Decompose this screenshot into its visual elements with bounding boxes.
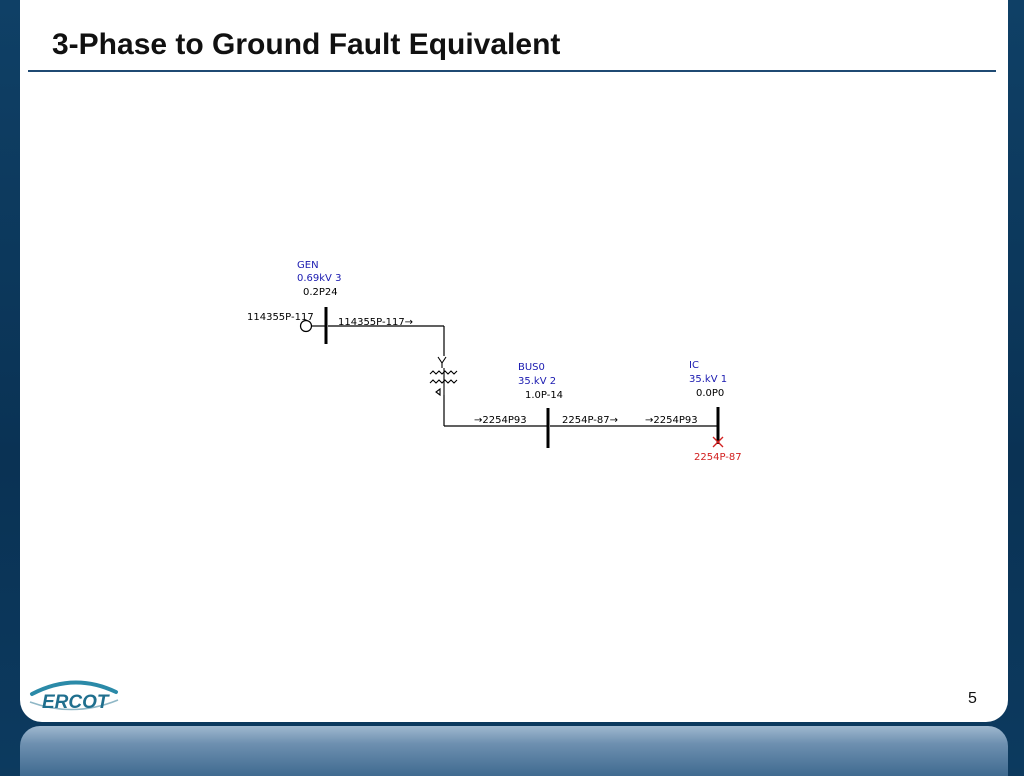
ic-bus-kv: 35.kV 1 [689, 374, 727, 385]
gen-bus-name: GEN [297, 260, 319, 271]
ic-bus-bar [716, 407, 720, 444]
fault-x-icon [712, 436, 724, 448]
bus0-flow: 1.0P-14 [525, 390, 563, 401]
gen-injection-label: 114355P-117 [247, 312, 314, 323]
ercot-logo-text: ERCOT [42, 692, 110, 713]
ic-bus-flow: 0.0P0 [696, 388, 724, 399]
bus0-bar [546, 408, 550, 448]
ic-incoming-label: →2254P93 [645, 415, 698, 426]
page-number: 5 [968, 690, 977, 707]
title-divider [28, 70, 996, 72]
fault-label: 2254P-87 [694, 452, 742, 463]
slide-title: 3-Phase to Ground Fault Equivalent [52, 28, 561, 61]
gen-bus-flow: 0.2P24 [303, 287, 338, 298]
ic-bus-name: IC [689, 360, 699, 371]
gen-bus-bar [324, 307, 328, 344]
bus0-kv: 35.kV 2 [518, 376, 556, 387]
bus0-to-ic-label: 2254P-87→ [562, 415, 618, 426]
ercot-logo: ERCOT [28, 676, 120, 721]
bus0-name: BUS0 [518, 362, 545, 373]
transformer-icon [429, 356, 458, 397]
gen-branch-label: 114355P-117→ [338, 317, 413, 328]
ercot-logo-mark: ERCOT [29, 680, 119, 713]
xfmr-to-bus0-label: →2254P93 [474, 415, 527, 426]
slide-canvas [20, 0, 1008, 722]
gen-bus-kv: 0.69kV 3 [297, 273, 341, 284]
